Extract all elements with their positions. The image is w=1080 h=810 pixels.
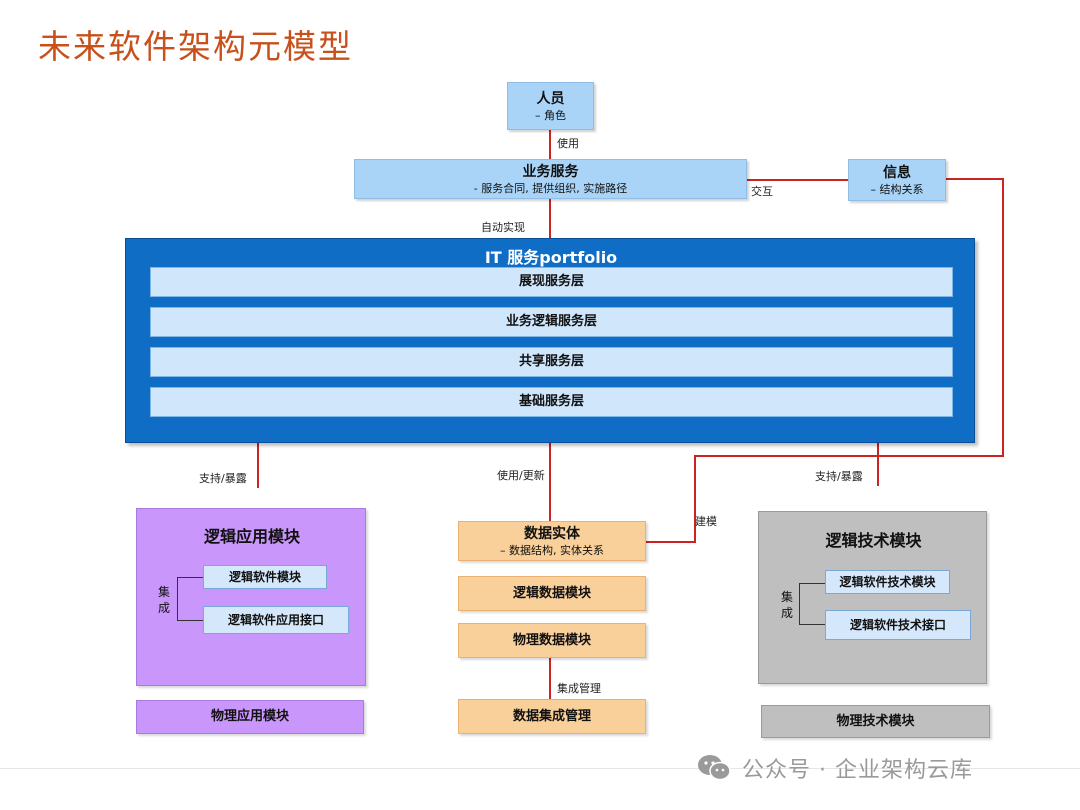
people-title: 人员 [536,91,565,107]
logic-app-integrate-label: 集成 [157,585,170,615]
use-label: 使用 [557,137,579,150]
people-sub: – 角色 [535,109,566,122]
auto-label: 自动实现 [481,221,525,234]
connector-people-business [549,130,551,160]
data-entity-sub: – 数据结构, 实体关系 [500,544,604,557]
business-sub: - 服务合同, 提供组织, 实施路径 [473,182,628,195]
connector-model-to-entity [645,541,696,543]
data-entity-title: 数据实体 [524,526,580,542]
logic-software-tech-interface: 逻辑软件技术接口 [825,610,971,640]
it-portfolio-box: IT 服务portfolio 展现服务层 业务逻辑服务层 共享服务层 基础服务层 [125,238,975,443]
logic-app-bracket [177,577,203,621]
portfolio-title: IT 服务portfolio [484,248,618,267]
footer-divider [0,768,1080,769]
use-update-label: 使用/更新 [497,469,545,482]
logic-tech-integrate-label: 集成 [780,590,793,620]
watermark-text: 公众号 · 企业架构云库 [742,758,973,783]
logic-software-tech-module: 逻辑软件技术模块 [825,570,950,594]
info-title: 信息 [883,165,911,181]
support-left-label: 支持/暴露 [199,472,247,485]
logic-app-module: 逻辑应用模块 集成 逻辑软件模块 逻辑软件应用接口 [136,508,366,686]
connector-portfolio-tech [877,443,879,486]
connector-info-down [1002,178,1004,456]
connector-info-across [695,455,1004,457]
support-right-label: 支持/暴露 [815,470,863,483]
connector-business-info [747,179,849,181]
logic-tech-bracket [799,583,825,625]
connector-model-down [694,455,696,543]
integ-mgmt-label: 集成管理 [557,682,601,695]
wechat-icon [698,755,731,781]
logic-app-title: 逻辑应用模块 [203,527,300,546]
layer-shared: 共享服务层 [150,347,953,377]
business-title: 业务服务 [522,164,579,180]
connector-portfolio-logicapp [257,443,259,488]
connector-physdata-integ [549,658,551,700]
physical-app-module: 物理应用模块 [136,700,364,734]
interact-label: 交互 [751,185,773,198]
data-entity-box: 数据实体 – 数据结构, 实体关系 [458,521,646,561]
people-box: 人员 – 角色 [507,82,594,130]
layer-presentation: 展现服务层 [150,267,953,297]
connector-business-portfolio [549,199,551,238]
physical-tech-module: 物理技术模块 [761,705,990,738]
physical-data-module: 物理数据模块 [458,623,646,658]
logic-tech-title: 逻辑技术模块 [825,531,922,550]
modeling-label: 建模 [695,515,717,528]
layer-infrastructure: 基础服务层 [150,387,953,417]
logic-software-module: 逻辑软件模块 [203,565,327,589]
logic-tech-module: 逻辑技术模块 集成 逻辑软件技术模块 逻辑软件技术接口 [758,511,987,684]
connector-info-right [946,178,1003,180]
business-service-box: 业务服务 - 服务合同, 提供组织, 实施路径 [354,159,747,199]
info-box: 信息 – 结构关系 [848,159,946,201]
logic-software-app-interface: 逻辑软件应用接口 [203,606,349,634]
logic-data-module: 逻辑数据模块 [458,576,646,611]
data-integration-mgmt: 数据集成管理 [458,699,646,734]
info-sub: – 结构关系 [870,183,924,196]
connector-portfolio-data [549,443,551,521]
layer-business-logic: 业务逻辑服务层 [150,307,953,337]
page-title: 未来软件架构元模型 [38,27,353,66]
